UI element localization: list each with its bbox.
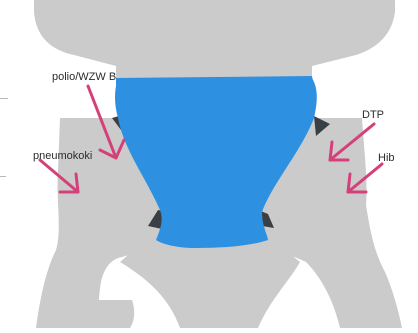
label-dtp: DTP <box>362 110 384 121</box>
scan-mark-1 <box>0 98 8 99</box>
lower-body-shape <box>120 236 300 328</box>
label-polio-wzw-b: polio/WZW B <box>52 72 116 83</box>
chest-shape <box>120 34 304 82</box>
label-pneumokoki: pneumokoki <box>33 151 92 162</box>
scan-mark-2 <box>0 176 6 177</box>
diaper-waistband <box>116 76 314 90</box>
label-hib: Hib <box>378 153 395 164</box>
left-foot-shape <box>84 300 134 328</box>
